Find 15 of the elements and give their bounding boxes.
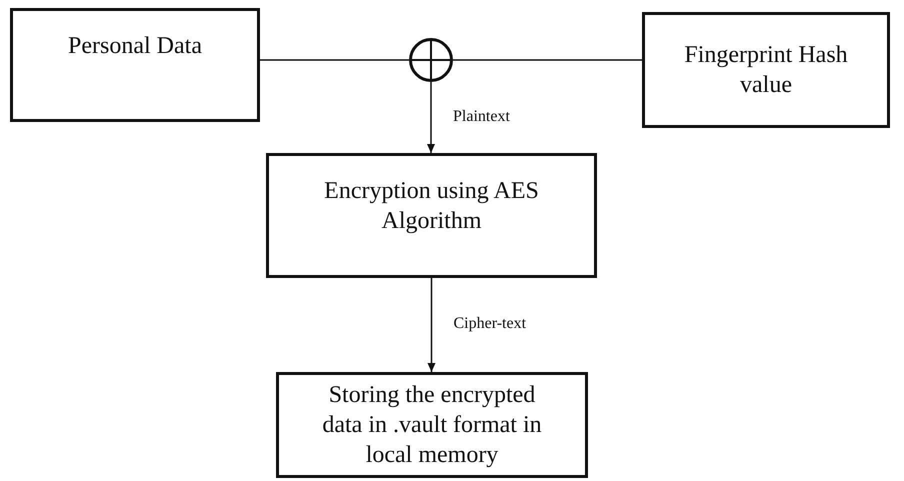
process-box — [642, 12, 890, 128]
node-text: Personal Data — [68, 32, 202, 61]
node-text: Encryption using AES Algorithm — [323, 177, 540, 236]
node-text: Fingerprint Hash value — [683, 41, 849, 100]
arrow — [427, 82, 435, 153]
edge-label: Plaintext — [453, 108, 510, 126]
xor-circle — [409, 38, 453, 82]
process-box — [266, 153, 597, 278]
node-text: Storing the encrypted data in .vault format in local memory — [321, 381, 543, 470]
arrow — [428, 278, 436, 372]
process-box — [276, 372, 588, 478]
connector-line — [260, 59, 409, 61]
process-box — [10, 8, 260, 122]
edge-label: Cipher-text — [454, 315, 526, 333]
connector-line — [453, 59, 642, 61]
